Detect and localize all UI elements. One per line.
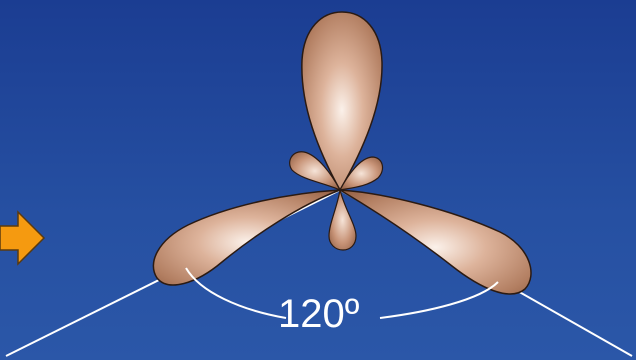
angle-label: 120º <box>278 292 378 336</box>
right-arrow-icon <box>0 212 44 264</box>
bottom-right-lobe <box>340 190 531 294</box>
small-bottom-lobe <box>329 190 356 250</box>
